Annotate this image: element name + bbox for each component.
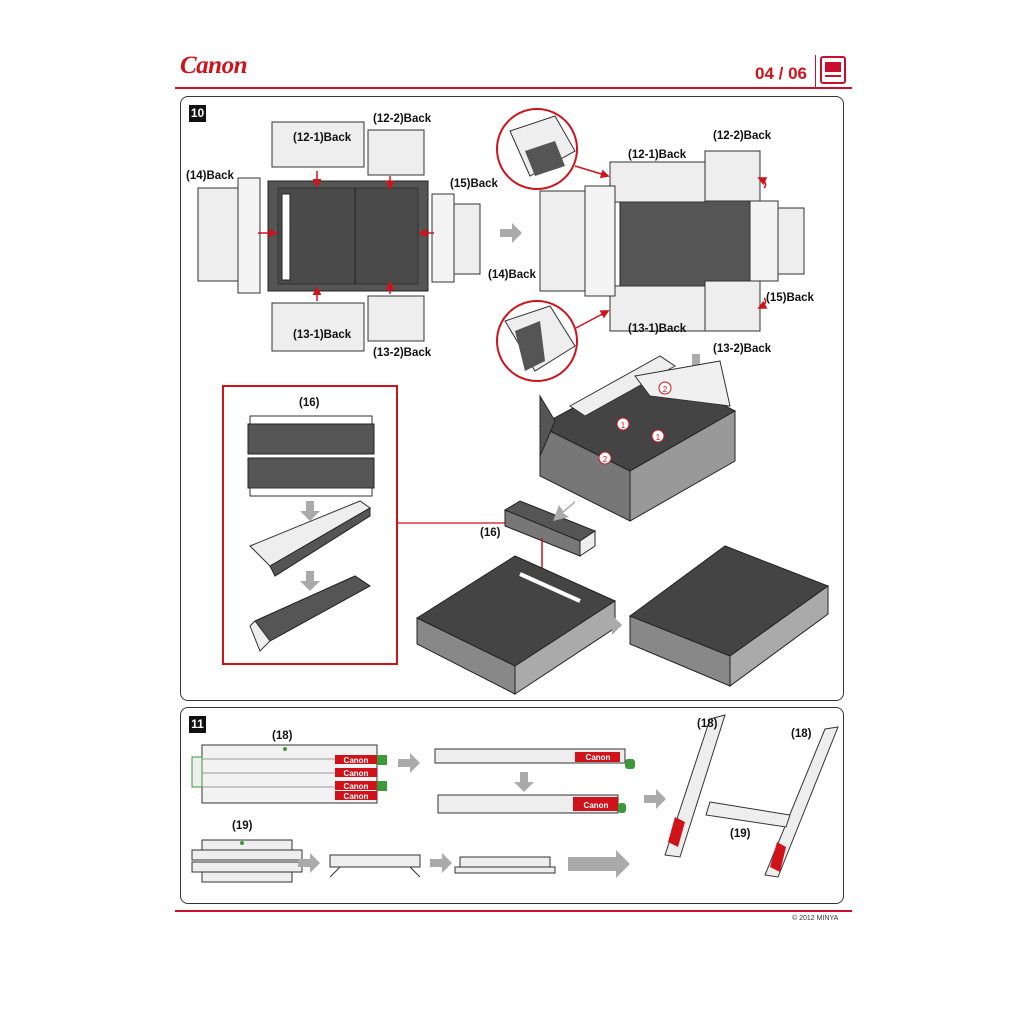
part-16-steps: [247, 415, 375, 652]
strip-brand-6: Canon: [584, 801, 609, 810]
label-14-right: (14)Back: [488, 269, 536, 281]
step-10-illustration: 1 1 2 2: [197, 108, 830, 695]
label-15-left: (15)Back: [450, 178, 498, 190]
part-18-flat: Canon Canon Canon Canon: [191, 744, 387, 804]
header-rule: [175, 87, 852, 89]
page-indicator: 04 / 06: [755, 64, 807, 83]
marker-2b: 2: [663, 385, 668, 394]
part-18-rolling: Canon Canon: [434, 748, 635, 814]
label-18-flat: (18): [272, 730, 293, 742]
grey-arrow-7: [430, 853, 452, 873]
copyright-text: © 2012 MINYA: [792, 915, 839, 922]
part-19-folded: [454, 856, 556, 874]
step-11-illustration: Canon Canon Canon Canon Canon Canon: [191, 714, 839, 883]
grey-arrow-8: [568, 850, 630, 878]
strip-brand-5: Canon: [586, 753, 611, 762]
part-19-flat: [191, 839, 303, 883]
header-divider: [815, 55, 816, 87]
label-16-piece: (16): [480, 527, 501, 539]
tray-unfolded-left: [197, 121, 481, 352]
label-18-left: (18): [697, 718, 718, 730]
label-19-assembly: (19): [730, 828, 751, 840]
canon-logo: Canon: [180, 52, 247, 79]
grey-arrow-5: [644, 789, 666, 809]
grey-arrow-3: [600, 615, 622, 635]
label-19-flat: (19): [232, 820, 253, 832]
tray-final-1: [415, 555, 617, 695]
label-12-1-left: (12-1)Back: [293, 132, 352, 144]
step-10-number: 10: [189, 105, 206, 122]
grey-arrow-1: [500, 223, 522, 243]
marker-1b: 1: [656, 433, 661, 442]
strip-brand-4: Canon: [344, 792, 369, 801]
tray-3d-folding: 1 1 2 2: [538, 355, 737, 522]
label-13-1-right: (13-1)Back: [628, 323, 687, 335]
label-13-2-left: (13-2)Back: [373, 347, 432, 359]
step-11-number: 11: [189, 716, 206, 733]
strip-brand-1: Canon: [344, 756, 369, 765]
label-12-2-right: (12-2)Back: [713, 130, 772, 142]
tray-folding-right: [496, 108, 805, 382]
footer-rule: [175, 910, 852, 912]
label-15-right: (15)Back: [766, 292, 814, 304]
part-16-piece: [503, 500, 597, 588]
tray-final-2: [628, 545, 830, 687]
label-18-right: (18): [791, 728, 812, 740]
grey-arrow-6: [298, 853, 320, 873]
document-icon: [820, 56, 846, 84]
label-13-2-right: (13-2)Back: [713, 343, 772, 355]
marker-1a: 1: [621, 421, 626, 430]
marker-2a: 2: [603, 455, 608, 464]
label-12-1-right: (12-1)Back: [628, 149, 687, 161]
label-12-2-left: (12-2)Back: [373, 113, 432, 125]
label-14-left: (14)Back: [186, 170, 234, 182]
label-16-box: (16): [299, 397, 320, 409]
strip-brand-3: Canon: [344, 782, 369, 791]
label-13-1-left: (13-1)Back: [293, 329, 352, 341]
strip-brand-2: Canon: [344, 769, 369, 778]
h-frame-assembly: [664, 714, 839, 878]
part-19-folding: [329, 854, 421, 878]
grey-arrow-4: [398, 753, 420, 773]
